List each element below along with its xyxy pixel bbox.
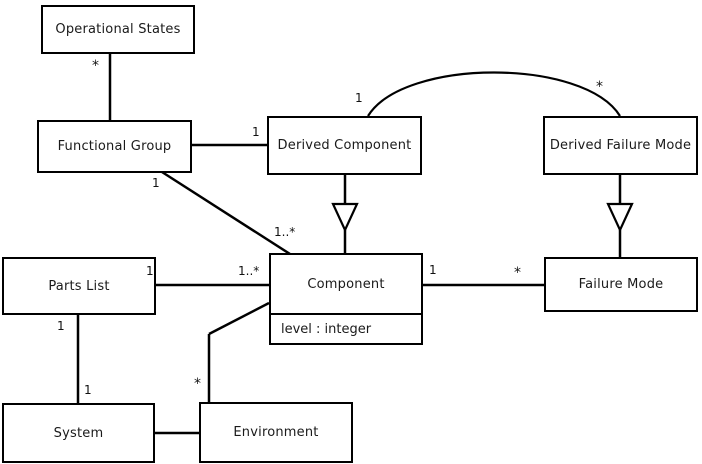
class-name-parts-list: Parts List bbox=[48, 278, 110, 294]
class-name-functional-group: Functional Group bbox=[57, 139, 172, 154]
multiplicity-parts-list-right: 1 bbox=[146, 264, 154, 278]
class-name-system: System bbox=[53, 425, 104, 441]
class-name-failure-mode: Failure Mode bbox=[578, 277, 664, 292]
multiplicity-component-failure-mode: 1 bbox=[429, 263, 437, 277]
multiplicity-parts-list-system-upper: 1 bbox=[57, 319, 65, 333]
multiplicity-environment-component: * bbox=[194, 376, 201, 392]
class-box-parts-list[interactable]: Parts List bbox=[2, 257, 156, 315]
class-box-derived-failure-mode[interactable]: Derived Failure Mode bbox=[543, 116, 698, 175]
multiplicity-derived-component-arc: 1 bbox=[355, 91, 363, 105]
multiplicity-functional-group-derived-component: 1 bbox=[252, 125, 260, 139]
class-name-environment: Environment bbox=[233, 425, 319, 440]
multiplicity-parts-list-system-lower: 1 bbox=[84, 383, 92, 397]
multiplicity-functional-group-component-far: 1..* bbox=[274, 225, 296, 239]
class-attribute-component-level: level : integer bbox=[271, 313, 421, 343]
class-box-operational-states[interactable]: Operational States bbox=[41, 5, 195, 54]
class-name-operational-states: Operational States bbox=[55, 22, 181, 37]
class-box-failure-mode[interactable]: Failure Mode bbox=[544, 257, 698, 312]
class-box-environment[interactable]: Environment bbox=[199, 402, 353, 463]
class-box-component[interactable]: Component level : integer bbox=[269, 253, 423, 345]
multiplicity-parts-list-component: 1..* bbox=[238, 264, 260, 278]
edge-functional-group-component bbox=[161, 170, 291, 256]
class-box-system[interactable]: System bbox=[2, 403, 155, 463]
class-name-derived-component: Derived Component bbox=[277, 138, 412, 153]
class-box-derived-component[interactable]: Derived Component bbox=[267, 116, 422, 175]
generalization-triangle-derived-failure-mode bbox=[606, 202, 634, 233]
multiplicity-derived-failure-mode-arc: * bbox=[596, 79, 603, 95]
multiplicity-operational-states-functional-group: * bbox=[92, 58, 99, 74]
edge-environment-component-diagonal bbox=[208, 301, 270, 336]
edge-derived-component-derived-failure-mode-arc bbox=[367, 71, 621, 117]
generalization-triangle-derived-component bbox=[331, 202, 359, 233]
class-name-derived-failure-mode: Derived Failure Mode bbox=[549, 138, 692, 153]
class-box-functional-group[interactable]: Functional Group bbox=[37, 120, 192, 173]
class-name-component: Component bbox=[307, 276, 385, 292]
multiplicity-functional-group-component: 1 bbox=[152, 176, 160, 190]
multiplicity-failure-mode-end: * bbox=[514, 265, 521, 281]
